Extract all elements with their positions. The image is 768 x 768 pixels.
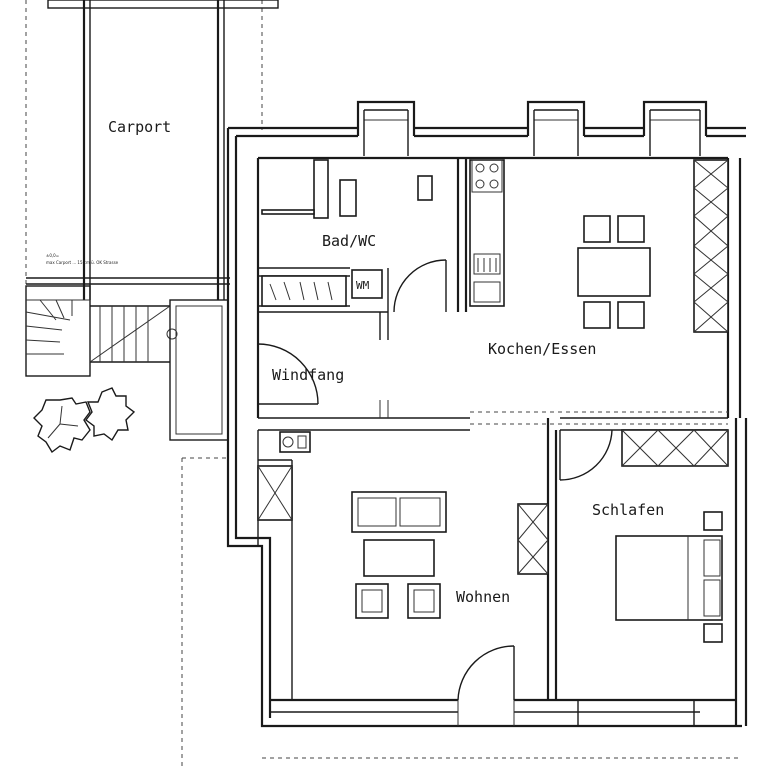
room-label-schlafen: Schlafen [592, 501, 664, 519]
outer-staircase [25, 285, 229, 441]
dining-table [577, 215, 651, 329]
room-label-bad-wc: Bad/WC [322, 232, 376, 250]
interior-walls [256, 156, 748, 726]
carport-note-1: ±0,0= [46, 253, 59, 258]
building-outer-walls [226, 100, 746, 728]
tree-symbol [33, 387, 136, 454]
room-label-wohnen: Wohnen [456, 588, 510, 606]
wardrobe-kitchen [693, 159, 729, 333]
living-room-furniture [257, 431, 549, 619]
room-label-kochen-essen: Kochen/Essen [488, 340, 596, 358]
bathroom-fixtures [261, 159, 433, 307]
carport-area [25, 0, 279, 300]
room-label-carport: Carport [108, 118, 171, 136]
wm-label: WM [356, 279, 370, 292]
carport-note-2: max Carport ... 15 cm ü. OK Strasse [46, 260, 119, 265]
door-swings [257, 259, 613, 701]
kitchen-fixtures [469, 159, 505, 307]
room-label-windfang: Windfang [272, 366, 344, 384]
bedroom-furniture [615, 429, 729, 643]
